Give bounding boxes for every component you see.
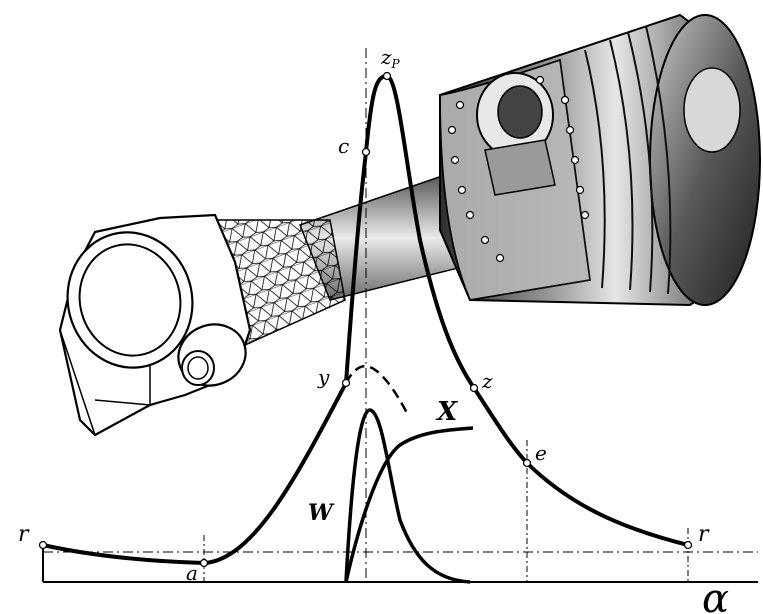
label-zp-main: z [380, 45, 392, 69]
point-a [199, 558, 209, 568]
burned-fraction-curve [344, 426, 474, 583]
label-alpha: α [702, 576, 729, 614]
label-zp: zP [380, 45, 401, 71]
point-y [341, 378, 351, 388]
heat-release-rate-curve [344, 408, 471, 584]
label-c: c [338, 134, 349, 158]
label-z: z [481, 369, 493, 393]
motored-curve [344, 364, 410, 416]
label-e: e [535, 441, 547, 465]
label-w: W [308, 500, 335, 526]
piston [439, 13, 762, 307]
label-y: y [317, 365, 330, 389]
skirt-holes [447, 75, 590, 263]
piston-crown-recess [683, 67, 741, 153]
label-a: a [186, 561, 198, 585]
point-zp [382, 71, 392, 81]
point-c [361, 147, 371, 157]
big-end-bore-inner [78, 243, 182, 357]
label-zp-sub: P [391, 57, 401, 71]
connecting-rod [58, 174, 471, 437]
point-z [469, 383, 479, 393]
label-r-left: r [18, 522, 30, 547]
curve-points [38, 71, 693, 568]
label-r-right: r [698, 522, 710, 547]
point-r-left [38, 540, 48, 550]
point-e [522, 458, 532, 468]
point-r-right [683, 540, 693, 550]
label-x: X [435, 397, 459, 427]
